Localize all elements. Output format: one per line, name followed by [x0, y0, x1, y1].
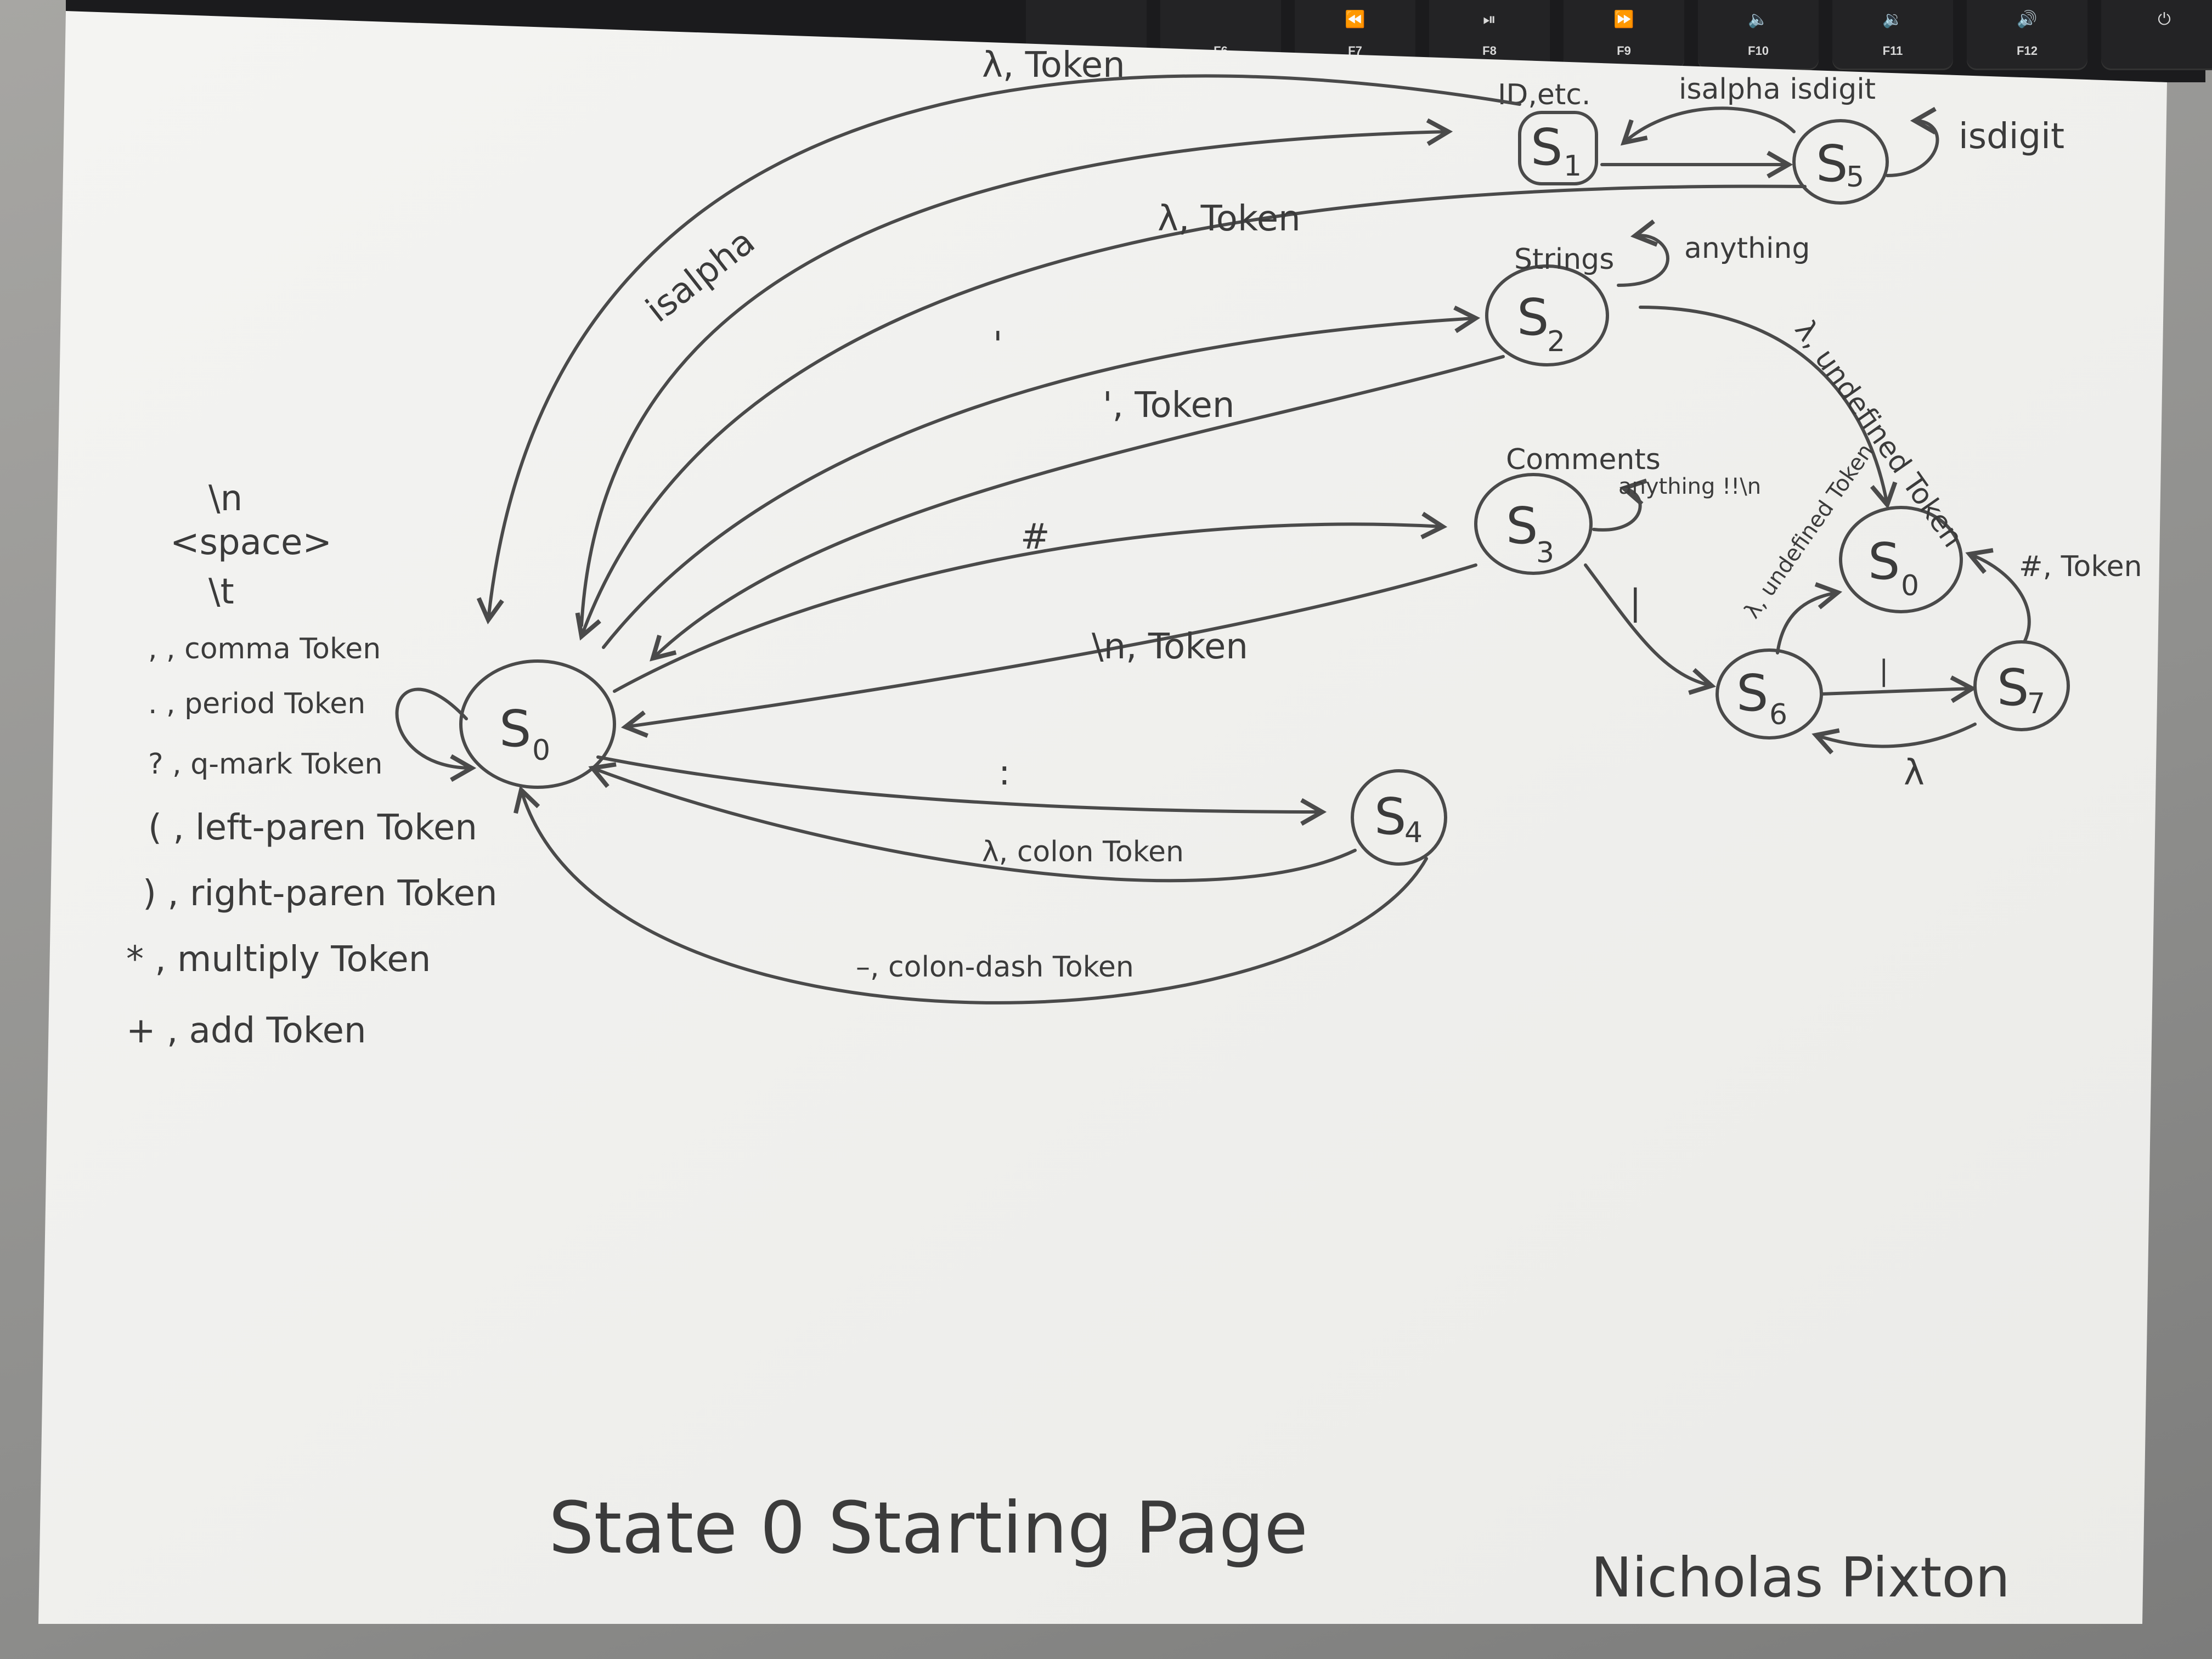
svg-text:S: S — [1736, 664, 1768, 723]
key-power[interactable]: ⏻ — [2101, 0, 2212, 70]
label-s3-to-s6: | — [1629, 583, 1641, 623]
state-s0-main: S 0 — [459, 659, 616, 789]
label-s0-to-s3: # — [1020, 517, 1050, 557]
svg-text:0: 0 — [532, 734, 550, 767]
s0-loop-label: ( , left-paren Token — [148, 808, 477, 848]
edge-s0-to-s2 — [602, 306, 1481, 649]
author-signature: Nicholas Pixton — [1591, 1545, 2010, 1610]
state-s0-right: S 0 — [1839, 506, 1963, 613]
s0-loop-label: \t — [208, 572, 234, 612]
edge-s6-to-s0-right — [1776, 582, 1843, 654]
label-s1-to-s5: isalpha isdigit — [1679, 73, 1876, 106]
edge-s5-to-s0 — [575, 184, 1807, 641]
edge-s7-to-s6 — [1812, 723, 1977, 755]
edge-s2-to-s0-right — [1639, 306, 1898, 510]
s0-loop-label: . , period Token — [148, 687, 365, 720]
svg-text:4: 4 — [1404, 816, 1423, 849]
mute-icon: 🔈 — [1748, 10, 1769, 29]
svg-text:1: 1 — [1564, 150, 1582, 183]
key-f10[interactable]: 🔈F10 — [1698, 0, 1819, 70]
edge-s1-to-s0 — [476, 74, 1521, 625]
svg-text:S: S — [1374, 787, 1406, 846]
loop-s0 — [395, 687, 477, 782]
edge-s3-to-s0 — [620, 563, 1477, 738]
label-s5-to-s0: λ, Token — [1158, 199, 1301, 239]
edge-s6-to-s7 — [1820, 675, 1977, 703]
loop-s3 — [1592, 478, 1647, 532]
edge-s0-to-s3 — [613, 511, 1448, 693]
s0-loop-label: + , add Token — [126, 1011, 366, 1051]
power-icon: ⏻ — [2158, 10, 2171, 29]
label-s0-to-s4: : — [998, 753, 1011, 793]
svg-text:S: S — [499, 699, 531, 758]
svg-text:S: S — [1997, 658, 2029, 717]
s0-loop-label: ) , right-paren Token — [143, 873, 498, 914]
label-s2-to-s0: ', Token — [1103, 385, 1234, 426]
edge-s0-to-s4 — [596, 755, 1327, 826]
label-s7-to-s0-right: #, Token — [2019, 550, 2142, 583]
label-s4-to-s0: λ, colon Token — [982, 836, 1184, 868]
volume-up-icon: 🔊 — [2017, 10, 2038, 29]
state-s7: S 7 — [1973, 640, 2070, 731]
label-s1-to-s0: λ, Token — [982, 45, 1125, 86]
svg-text:3: 3 — [1536, 537, 1554, 569]
s0-loop-label: ? , q-mark Token — [148, 748, 382, 781]
state-s4: S 4 — [1351, 769, 1447, 866]
key-f9[interactable]: ⏩F9 — [1564, 0, 1684, 70]
svg-text:7: 7 — [2027, 687, 2045, 720]
svg-text:S: S — [1868, 532, 1900, 591]
svg-text:0: 0 — [1901, 569, 1919, 602]
edge-s2-to-s0 — [650, 355, 1505, 662]
svg-text:6: 6 — [1769, 698, 1787, 731]
fast-forward-icon: ⏩ — [1613, 10, 1634, 29]
state-s6: S 6 — [1716, 648, 1823, 740]
state-s5: S 5 — [1792, 119, 1889, 205]
edge-s3-to-s6 — [1584, 563, 1716, 695]
label-s7-to-s6: λ — [1904, 753, 1925, 793]
label-s3-loop: anything !!\n — [1618, 474, 1761, 499]
state-s2: S 2 — [1485, 264, 1609, 366]
note-s1: ID,etc. — [1498, 78, 1590, 111]
note-s2: Strings — [1514, 243, 1614, 276]
label-s6-to-s7: | — [1879, 654, 1889, 687]
svg-text:S: S — [1506, 496, 1538, 555]
s0-loop-label: <space> — [170, 522, 332, 563]
state-s3: S 3 — [1474, 473, 1593, 575]
edge-s4-to-s0-dash — [514, 786, 1428, 1005]
s0-loop-label: , , comma Token — [148, 633, 381, 665]
s0-loop-label: * , multiply Token — [126, 939, 431, 980]
s0-loop-label-list: \n <space> \t , , comma Token . , period… — [126, 478, 498, 1051]
label-s5-loop: isdigit — [1959, 116, 2064, 157]
key-f8[interactable]: ⏯F8 — [1429, 0, 1550, 70]
svg-text:S: S — [1531, 118, 1562, 177]
loop-s2 — [1617, 219, 1669, 287]
rewind-icon: ⏪ — [1345, 10, 1365, 29]
loop-s5 — [1886, 106, 1939, 177]
edge-s5-to-s1 — [1620, 106, 1796, 146]
page-title: State 0 Starting Page — [549, 1486, 1308, 1570]
paper-sheet — [38, 11, 2167, 1624]
label-s2-loop: anything — [1684, 232, 1810, 265]
svg-text:S: S — [1517, 288, 1549, 347]
label-s4-to-s0-dash: –, colon-dash Token — [856, 951, 1134, 984]
note-s3: Comments — [1506, 443, 1661, 476]
svg-text:5: 5 — [1846, 161, 1864, 194]
label-s0-to-s2: ' — [993, 325, 1003, 365]
svg-text:2: 2 — [1547, 325, 1565, 358]
edge-s7-to-s0-right — [1965, 548, 2031, 644]
volume-down-icon: 🔉 — [1882, 10, 1903, 29]
label-s3-to-s0: \n, Token — [1092, 627, 1248, 667]
svg-text:S: S — [1816, 134, 1848, 193]
edge-s4-to-s0 — [588, 762, 1357, 883]
key-f11[interactable]: 🔉F11 — [1832, 0, 1953, 70]
state-s1: S 1 — [1518, 111, 1598, 185]
key-f12[interactable]: 🔊F12 — [1967, 0, 2087, 70]
s0-loop-label: \n — [208, 478, 242, 519]
play-pause-icon: ⏯ — [1483, 10, 1496, 29]
edge-s0-to-s1 — [580, 118, 1453, 627]
